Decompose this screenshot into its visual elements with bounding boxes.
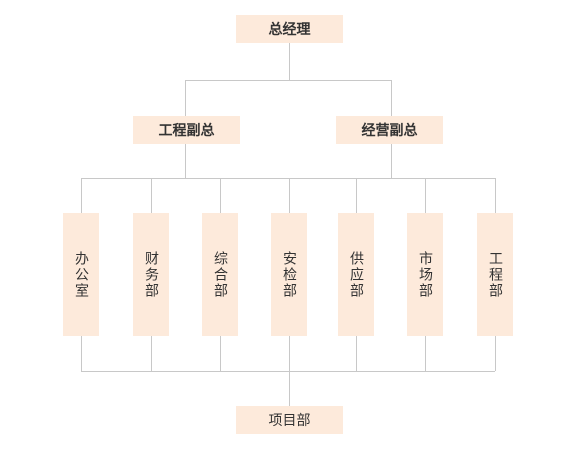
connector-line bbox=[185, 80, 186, 117]
connector-line bbox=[220, 178, 221, 213]
connector-line bbox=[289, 178, 290, 213]
connector-line bbox=[495, 178, 496, 213]
department-box-safety: 安检部 bbox=[271, 213, 307, 336]
general-manager-label: 总经理 bbox=[268, 22, 311, 38]
connector-line bbox=[356, 336, 357, 371]
connector-line bbox=[81, 178, 82, 213]
connector-line bbox=[81, 336, 82, 371]
department-box-supply: 供应部 bbox=[338, 213, 374, 336]
engineering-vice-label: 工程副总 bbox=[158, 123, 215, 139]
department-label: 办公室 bbox=[73, 250, 89, 299]
operations-vice-box: 经营副总 bbox=[336, 116, 443, 144]
connector-line bbox=[391, 143, 392, 178]
connector-line bbox=[151, 178, 152, 213]
department-label: 综合部 bbox=[212, 250, 228, 299]
connector-line bbox=[289, 42, 290, 80]
operations-vice-label: 经营副总 bbox=[361, 123, 418, 139]
connector-line bbox=[81, 178, 495, 179]
department-label: 安检部 bbox=[281, 250, 297, 299]
department-box-general: 综合部 bbox=[202, 213, 238, 336]
general-manager-box: 总经理 bbox=[236, 15, 343, 43]
connector-line bbox=[495, 336, 496, 371]
connector-line bbox=[185, 80, 391, 81]
engineering-vice-box: 工程副总 bbox=[133, 116, 240, 144]
connector-line bbox=[425, 336, 426, 371]
connector-line bbox=[151, 336, 152, 371]
department-label: 供应部 bbox=[348, 250, 364, 299]
department-box-office: 办公室 bbox=[63, 213, 99, 336]
department-box-finance: 财务部 bbox=[133, 213, 169, 336]
connector-line bbox=[391, 80, 392, 117]
project-dept-box: 项目部 bbox=[236, 406, 343, 434]
connector-line bbox=[220, 336, 221, 371]
connector-line bbox=[185, 143, 186, 178]
department-box-market: 市场部 bbox=[407, 213, 443, 336]
department-label: 市场部 bbox=[417, 250, 433, 299]
department-box-engineering: 工程部 bbox=[477, 213, 513, 336]
department-label: 工程部 bbox=[487, 250, 503, 299]
connector-line bbox=[425, 178, 426, 213]
project-dept-label: 项目部 bbox=[268, 413, 311, 429]
department-label: 财务部 bbox=[143, 250, 159, 299]
connector-line bbox=[356, 178, 357, 213]
connector-line bbox=[81, 371, 495, 372]
